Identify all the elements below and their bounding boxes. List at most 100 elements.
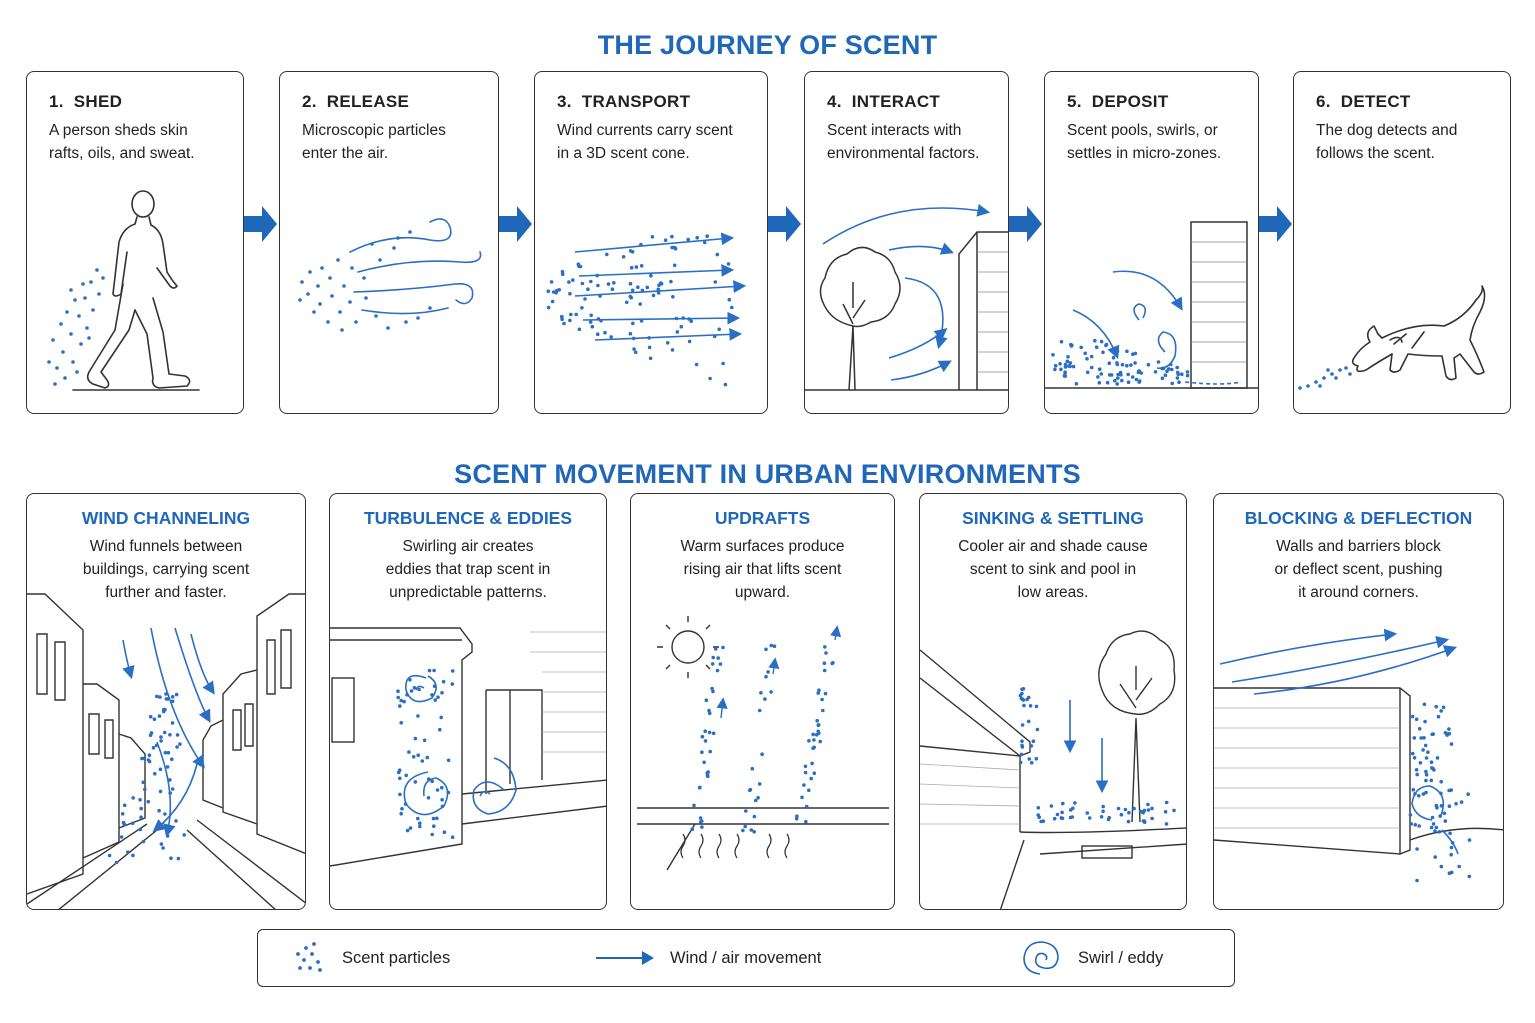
scent-particle [690,827,695,831]
scent-particle [708,376,712,381]
scent-particle [1439,709,1443,713]
scent-particle [1163,810,1168,814]
scent-particle [757,782,762,786]
scent-particle [551,290,556,294]
scent-particle [422,738,427,743]
scent-particle [175,733,180,737]
scent-particle [764,674,768,679]
sinking-tree-illustration [920,630,1186,909]
scent-particle [1449,852,1453,857]
scent-particle [122,803,127,808]
scent-particle [562,321,566,326]
scent-particle [659,281,663,285]
scent-particle [1449,742,1454,746]
scent-particle [147,753,152,757]
scent-particle [163,812,167,816]
scent-particle [1433,829,1437,833]
scent-particle [703,729,707,733]
scent-particle [1429,825,1434,830]
scent-particle [707,708,711,713]
urban-title: SCENT MOVEMENT IN URBAN ENVIRONMENTS [454,459,1081,489]
scent-particle [639,264,644,268]
scent-particle [1065,359,1070,364]
scent-particle [166,750,171,755]
scent-particle [155,694,159,699]
scent-particle [1085,370,1090,375]
scent-particle [822,668,827,673]
scent-particle [1415,847,1419,851]
scent-particle [1421,748,1425,752]
scent-particle [750,766,755,771]
scent-particle [168,778,172,782]
scent-particle [170,757,174,761]
scent-particle [1447,788,1451,793]
scent-particle [1020,745,1025,749]
scent-particle [1020,697,1025,702]
scent-particle [595,273,599,278]
scent-particle [1433,855,1437,859]
scent-particle [1126,380,1131,385]
scent-particle [815,718,819,723]
scent-particle [1053,367,1057,372]
scent-particle [398,704,402,708]
scent-particle [416,753,420,757]
scent-particle [630,288,635,293]
scent-particle [1109,373,1114,377]
scent-particle [154,743,159,748]
scent-particle [1037,815,1041,819]
scent-particle [396,770,401,775]
scent-particle [711,689,715,694]
scent-particle [398,776,402,781]
scent-particle [1160,366,1164,371]
scent-particle [1447,727,1451,731]
scent-particle [814,733,819,737]
scent-particle [435,816,439,821]
scent-particle [1039,819,1043,824]
scent-particle [1101,350,1105,355]
scent-particle [1026,719,1031,724]
scent-particle [1413,792,1417,796]
step-arrow-icon [768,206,801,242]
scent-particle [402,699,406,704]
scent-particle [432,824,436,828]
scent-particle [639,242,643,247]
scent-particle [1106,817,1111,822]
urban-card-sinking: SINKING & SETTLING Cooler air and shade … [919,493,1187,910]
scent-particle [1424,778,1428,783]
scent-particle [1052,816,1057,821]
scent-particle [612,281,616,285]
scent-particle [168,733,172,737]
scent-particle [628,294,633,299]
scent-particle [1160,376,1165,381]
scent-particle [807,788,811,793]
scent-particle [1116,372,1120,377]
urban-card-title: BLOCKING & DEFLECTION [1244,508,1473,528]
scent-particle [589,313,593,318]
scent-particle [438,727,442,732]
scent-particle [710,686,714,691]
scent-particle [1034,704,1039,709]
scent-particle [408,678,412,682]
scent-particle [1099,372,1104,376]
scent-particle [1130,375,1135,379]
urban-card-title: SINKING & SETTLING [962,508,1144,528]
scent-particle [605,252,609,257]
scent-particle [122,822,126,826]
walking-person-illustration [47,190,200,391]
scent-particle [399,698,403,703]
scent-particle [721,361,725,366]
scent-particle [1126,372,1130,377]
scent-particle [1180,372,1184,377]
scent-particle [450,669,455,673]
sun-icon [657,616,719,678]
scent-particle [131,853,135,858]
scent-particle [1454,802,1458,806]
scent-particle [713,647,718,651]
scent-particle [705,234,709,238]
